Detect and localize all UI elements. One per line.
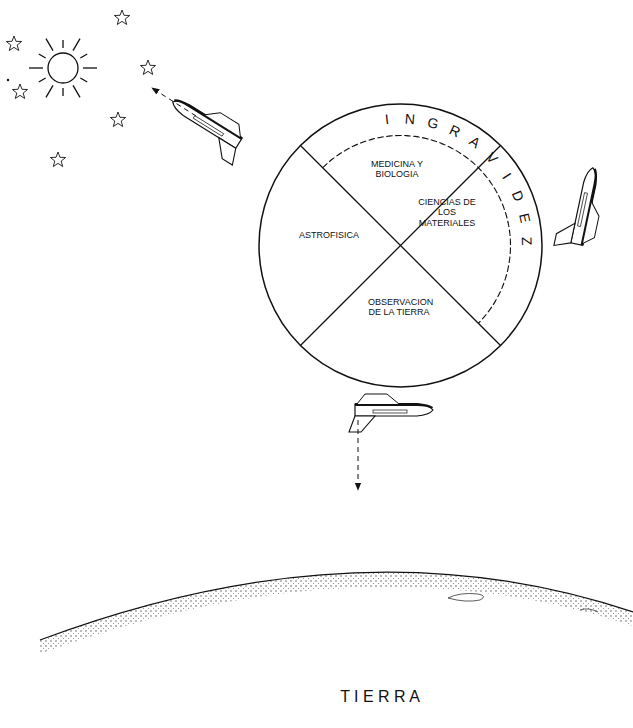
space-shuttles (161, 88, 608, 432)
sun (29, 39, 97, 98)
sector: ASTROFISICA (298, 230, 362, 240)
circle-outline (258, 103, 543, 388)
sector-label: OBSERVACION DE LA TIERRA (368, 297, 430, 318)
sector-label: CIENCIAS DE LOS MATERIALES (416, 197, 478, 228)
stars (6, 10, 155, 166)
earth (40, 572, 633, 654)
earth-label: T I E R R A (340, 688, 420, 706)
circle-region: INGRAVIDEZMEDICINA Y BIOLOGIACIENCIAS DE… (258, 103, 543, 388)
sector: MEDICINA Y BIOLOGIA (366, 159, 430, 180)
star-dot (7, 79, 9, 81)
direction-arrow (152, 88, 196, 116)
sector: OBSERVACION DE LA TIERRA (368, 297, 432, 318)
direction-arrow (358, 420, 359, 490)
sector-label: ASTROFISICA (298, 230, 360, 240)
sector-label: MEDICINA Y BIOLOGIA (366, 159, 428, 180)
sector: CIENCIAS DE LOS MATERIALES (416, 197, 480, 228)
